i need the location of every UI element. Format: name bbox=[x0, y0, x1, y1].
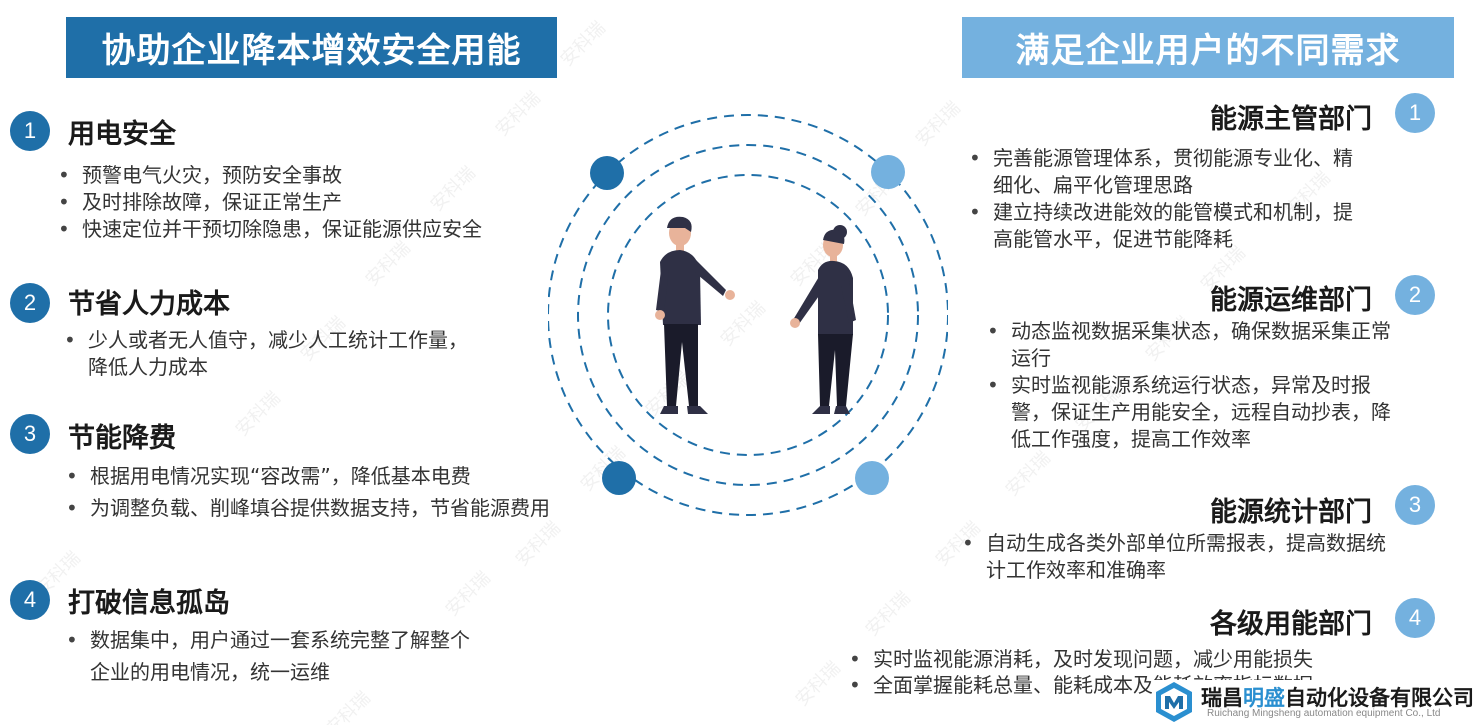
section-title: 能源统计部门 bbox=[1210, 497, 1372, 528]
logo-company-name: 瑞昌明盛自动化设备有限公司 bbox=[1201, 682, 1474, 712]
bullet-item: 预警电气火灾，预防安全事故 bbox=[54, 162, 564, 189]
watermark: 安科瑞 bbox=[231, 387, 285, 441]
bullet-item: 及时排除故障，保证正常生产 bbox=[54, 189, 564, 216]
bullet-list: 数据集中，用户通过一套系统完整了解整个企业的用电情况，统一运维 bbox=[62, 624, 482, 688]
watermark: 安科瑞 bbox=[491, 87, 545, 141]
watermark: 安科瑞 bbox=[1001, 447, 1055, 501]
watermark: 安科瑞 bbox=[321, 687, 375, 725]
bullet-list: 完善能源管理体系，贯彻能源专业化、精细化、扁平化管理思路 建立持续改进能效的能管… bbox=[965, 145, 1370, 253]
watermark: 安科瑞 bbox=[791, 657, 845, 711]
bullet-item: 实时监视能源系统运行状态，异常及时报警，保证生产用能安全，远程自动抄表，降低工作… bbox=[983, 372, 1403, 453]
orbit-dot bbox=[590, 156, 624, 190]
watermark: 安科瑞 bbox=[441, 567, 495, 621]
bullet-item: 动态监视数据采集状态，确保数据采集正常运行 bbox=[983, 318, 1403, 372]
orbit-dot bbox=[871, 155, 905, 189]
man-figure bbox=[655, 216, 735, 414]
bullet-item: 为调整负载、削峰填谷提供数据支持，节省能源费用 bbox=[62, 492, 567, 524]
bullet-list: 动态监视数据采集状态，确保数据采集正常运行 实时监视能源系统运行状态，异常及时报… bbox=[983, 318, 1403, 453]
orbit-dot bbox=[602, 461, 636, 495]
section-title: 能源运维部门 bbox=[1210, 285, 1372, 316]
company-logo: 瑞昌明盛自动化设备有限公司 Ruichang Mingsheng automat… bbox=[1152, 680, 1479, 725]
bullet-list: 自动生成各类外部单位所需报表，提高数据统计工作效率和准确率 bbox=[958, 530, 1398, 584]
section-number-badge: 1 bbox=[10, 111, 50, 151]
section-title: 能源主管部门 bbox=[1210, 104, 1372, 135]
bullet-item: 快速定位并干预切除隐患，保证能源供应安全 bbox=[54, 216, 564, 243]
bullet-item: 少人或者无人值守，减少人工统计工作量，降低人力成本 bbox=[60, 327, 480, 381]
woman-figure bbox=[790, 225, 856, 414]
watermark: 安科瑞 bbox=[861, 587, 915, 641]
logo-name-part: 瑞昌 bbox=[1201, 686, 1243, 710]
logo-name-part: 自动化设备有限公司 bbox=[1285, 686, 1474, 710]
section-title: 节能降费 bbox=[68, 423, 176, 454]
section-title: 各级用能部门 bbox=[1210, 609, 1372, 640]
bullet-item: 完善能源管理体系，贯彻能源专业化、精细化、扁平化管理思路 bbox=[965, 145, 1370, 199]
logo-hexagon-icon bbox=[1156, 682, 1192, 722]
section-number-badge: 2 bbox=[1395, 275, 1435, 315]
bullet-item: 数据集中，用户通过一套系统完整了解整个企业的用电情况，统一运维 bbox=[62, 624, 482, 688]
logo-english-name: Ruichang Mingsheng automation equipment … bbox=[1207, 708, 1441, 719]
orbit-dot bbox=[855, 461, 889, 495]
bullet-list: 少人或者无人值守，减少人工统计工作量，降低人力成本 bbox=[60, 327, 480, 381]
dashed-rings bbox=[548, 114, 948, 516]
section-title: 打破信息孤岛 bbox=[68, 588, 230, 619]
section-number-badge: 3 bbox=[10, 414, 50, 454]
section-number-badge: 2 bbox=[10, 283, 50, 323]
watermark: 安科瑞 bbox=[556, 17, 610, 71]
watermark: 安科瑞 bbox=[361, 237, 415, 291]
left-banner: 协助企业降本增效安全用能 bbox=[66, 17, 557, 78]
section-number-badge: 3 bbox=[1395, 485, 1435, 525]
bullet-list: 根据用电情况实现“容改需”，降低基本电费 为调整负载、削峰填谷提供数据支持，节省… bbox=[62, 460, 567, 524]
section-title: 用电安全 bbox=[68, 119, 176, 150]
people-illustration-icon bbox=[548, 114, 948, 516]
ring-outer bbox=[548, 114, 948, 516]
ring-inner bbox=[607, 174, 889, 456]
section-number-badge: 4 bbox=[1395, 598, 1435, 638]
ring-middle bbox=[577, 144, 919, 486]
bullet-item: 实时监视能源消耗，及时发现问题，减少用能损失 bbox=[845, 646, 1405, 672]
right-banner: 满足企业用户的不同需求 bbox=[962, 17, 1454, 78]
bullet-item: 自动生成各类外部单位所需报表，提高数据统计工作效率和准确率 bbox=[958, 530, 1398, 584]
section-number-badge: 1 bbox=[1395, 93, 1435, 133]
logo-name-highlight: 明盛 bbox=[1243, 686, 1285, 710]
bullet-list: 预警电气火灾，预防安全事故 及时排除故障，保证正常生产 快速定位并干预切除隐患，… bbox=[54, 162, 564, 243]
section-title: 节省人力成本 bbox=[68, 289, 230, 320]
section-number-badge: 4 bbox=[10, 580, 50, 620]
bullet-item: 根据用电情况实现“容改需”，降低基本电费 bbox=[62, 460, 567, 492]
bullet-item: 建立持续改进能效的能管模式和机制，提高能管水平，促进节能降耗 bbox=[965, 199, 1370, 253]
